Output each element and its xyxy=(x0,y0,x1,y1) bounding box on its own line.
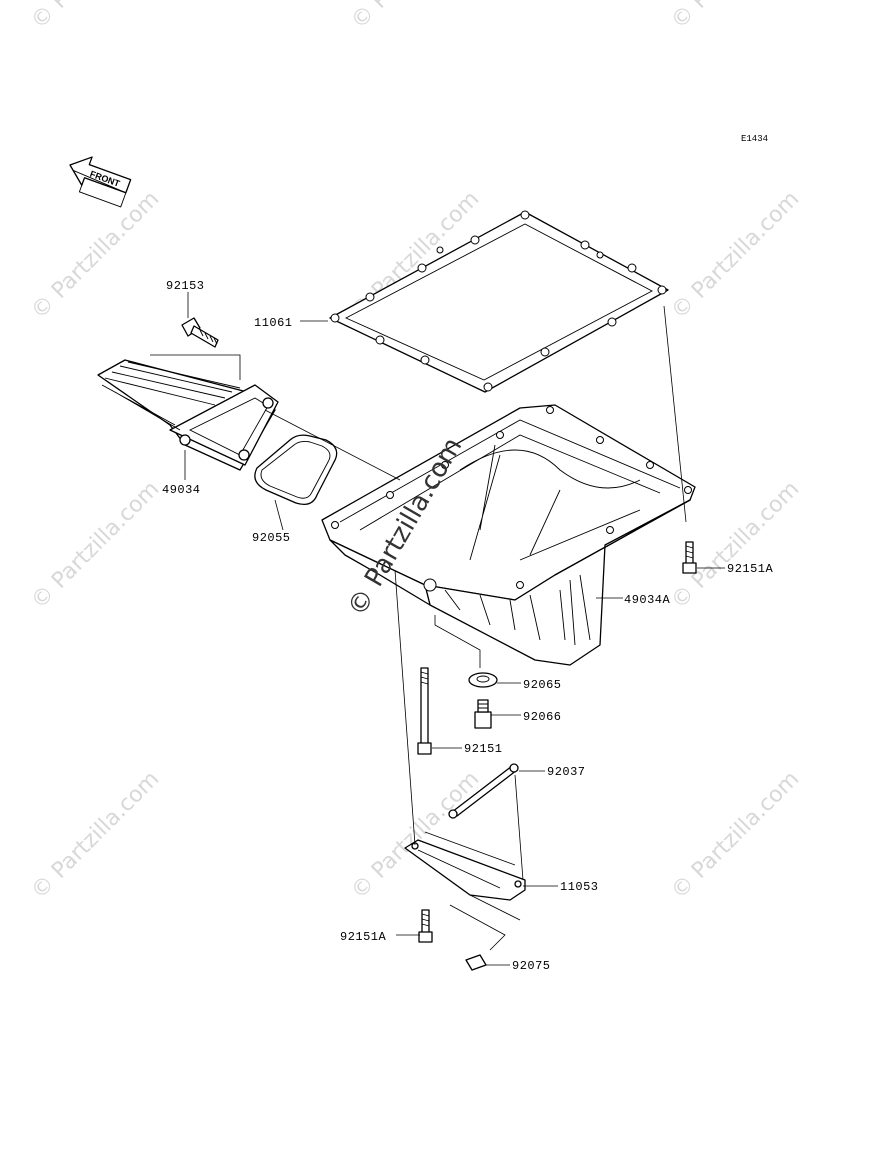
watermark: © Partzilla.com xyxy=(27,0,165,34)
clamp-92037 xyxy=(448,763,519,819)
bolt-92151-long xyxy=(417,667,432,755)
watermark: © Partzilla.com xyxy=(667,187,805,325)
bolt-92151A-top xyxy=(682,541,697,574)
front-arrow-icon: FRONT xyxy=(69,156,132,208)
watermark: © Partzilla.com xyxy=(27,187,165,325)
strainer-o-ring xyxy=(254,434,338,506)
oil-strainer xyxy=(97,359,279,471)
watermark-layer: © Partzilla.com © Partzilla.com © Partzi… xyxy=(27,0,805,904)
callout-92153: 92153 xyxy=(166,279,205,293)
callout-49034A: 49034A xyxy=(624,593,671,607)
callout-92055: 92055 xyxy=(252,531,291,545)
diagram-code: E1434 xyxy=(741,134,768,144)
bolt-92151A-bottom xyxy=(418,909,433,943)
callout-92065: 92065 xyxy=(523,678,562,692)
watermark: © Partzilla.com xyxy=(347,0,485,34)
bracket-11053 xyxy=(404,839,526,921)
callout-92151: 92151 xyxy=(464,742,503,756)
callout-11061: 11061 xyxy=(254,316,293,330)
watermark: © Partzilla.com xyxy=(667,0,805,34)
callout-92075: 92075 xyxy=(512,959,551,973)
clip-92075 xyxy=(465,954,487,971)
callout-11053: 11053 xyxy=(560,880,599,894)
callout-49034: 49034 xyxy=(162,483,201,497)
watermark: © Partzilla.com xyxy=(667,767,805,905)
callout-92151A-top: 92151A xyxy=(727,562,774,576)
oil-pan-gasket xyxy=(329,210,669,393)
leader-lines xyxy=(150,292,725,966)
callout-92037: 92037 xyxy=(547,765,586,779)
drain-plug xyxy=(474,699,492,729)
watermark: © Partzilla.com xyxy=(27,767,165,905)
oil-pan xyxy=(321,404,696,666)
drain-washer xyxy=(468,672,498,688)
callout-92151A-bottom: 92151A xyxy=(340,930,387,944)
watermark: © Partzilla.com xyxy=(27,477,165,615)
bolt-92153 xyxy=(181,317,219,348)
callout-labels: 92153 11061 49034 92055 92151A 49034A 92… xyxy=(162,279,774,973)
callout-92066: 92066 xyxy=(523,710,562,724)
